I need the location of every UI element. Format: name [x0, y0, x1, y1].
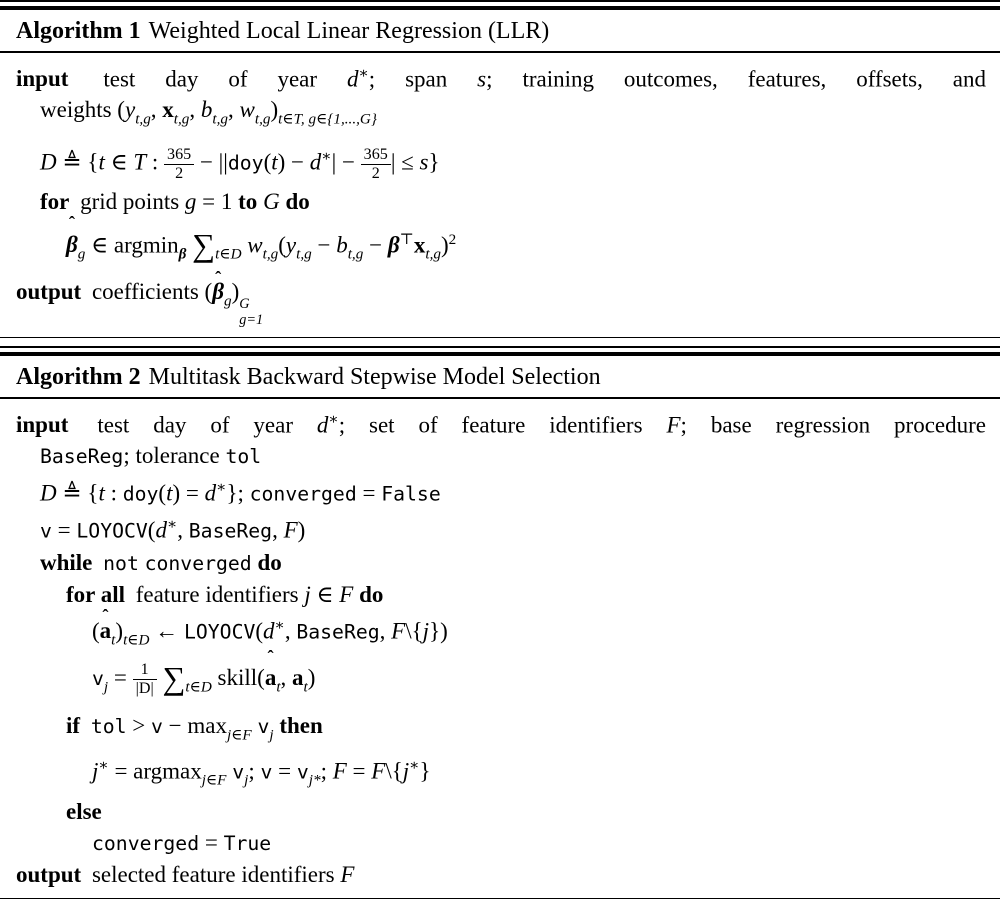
algorithm-1-block: Algorithm 1 Weighted Local Linear Regress…: [0, 0, 1000, 339]
algorithm-line: BaseReg; tolerance tol: [40, 442, 262, 468]
algorithm-1-title-text: Weighted Local Linear Regression (LLR): [148, 17, 550, 44]
algorithm-line: D ≜ {t : doy(t) = d∗}; converged = False: [40, 478, 441, 506]
algorithm-line: else: [66, 798, 102, 824]
algorithm-line: j∗ = argmaxj∈F vj; v = vj*; F = F\{j∗}: [92, 757, 431, 789]
algorithm-line: input test day of year d∗; set of featur…: [16, 410, 986, 437]
algorithm-line: converged = True: [92, 829, 272, 855]
algorithm-2-title-text: Multitask Backward Stepwise Model Select…: [148, 363, 601, 390]
algorithm-2-block: Algorithm 2 Multitask Backward Stepwise M…: [0, 346, 1000, 899]
algorithm-1-title: Algorithm 1 Weighted Local Linear Regress…: [0, 10, 1000, 51]
algorithm-line: input test day of year d∗; span s; train…: [16, 64, 986, 91]
algorithm-2-label: Algorithm 2: [16, 363, 141, 390]
title-rule: [0, 50, 1000, 53]
algorithm-2-body: input test day of year d∗; set of featur…: [0, 399, 1000, 898]
top-rule-thick: [0, 6, 1000, 10]
algorithm-line: for all feature identifiers j ∈ F do: [66, 581, 384, 607]
title-rule: [0, 396, 1000, 399]
block-gap: [0, 338, 1000, 346]
algorithm-1-label: Algorithm 1: [16, 17, 141, 44]
top-rule-thin: [0, 346, 1000, 349]
bottom-rule: [0, 336, 1000, 339]
algorithm-line: output selected feature identifiers F: [16, 861, 355, 887]
algorithm-2-title: Algorithm 2 Multitask Backward Stepwise M…: [0, 356, 1000, 397]
algorithm-line: if tol > v − maxj∈F vj then: [66, 712, 323, 744]
algorithm-line: v = LOYOCV(d∗, BaseReg, F): [40, 516, 306, 543]
algorithm-line: for grid points g = 1 to G do: [40, 188, 310, 214]
algorithm-line: while not converged do: [40, 549, 282, 575]
algorithm-line: weights (yt,g, xt,g, bt,g, wt,g)t∈T, g∈{…: [40, 96, 377, 128]
algorithm-1-body: input test day of year d∗; span s; train…: [0, 53, 1000, 337]
top-rule-thin: [0, 0, 1000, 2]
top-rule-thick: [0, 352, 1000, 356]
